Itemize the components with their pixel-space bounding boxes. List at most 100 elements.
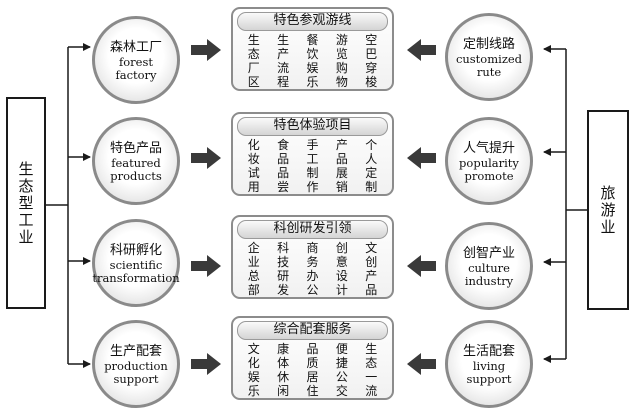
- panel-title: 特色参观游线: [237, 12, 388, 31]
- node-en: customized: [455, 51, 523, 66]
- panel-char: 产: [277, 47, 290, 61]
- panel-services: 综合配套服务 文康品便生化体质捷态娱休居公一乐闲住交流: [231, 316, 394, 400]
- panel-char: 定: [365, 166, 378, 180]
- panel-char: 公: [306, 283, 319, 297]
- panel-char: 乐: [306, 75, 319, 89]
- panel-char: 闲: [277, 384, 290, 398]
- panel-char: 厂: [247, 61, 260, 75]
- panel-char: 物: [335, 75, 348, 89]
- node-en: products: [110, 168, 162, 183]
- node-culture-industry: 创智产业 culture industry: [445, 222, 533, 310]
- panel-char: 区: [247, 75, 260, 89]
- panel-tour-route: 特色参观游线 生生餐游空态产饮览巴厂流娱购穿区程乐物梭: [231, 7, 394, 91]
- node-en: support: [466, 371, 512, 386]
- block-arrow-left-3: [407, 255, 436, 277]
- node-en: promote: [464, 168, 514, 183]
- panel-char: 乐: [247, 384, 260, 398]
- node-zh: 科研孵化: [109, 242, 162, 258]
- panel-char: 程: [277, 75, 290, 89]
- node-zh: 生活配套: [462, 343, 515, 359]
- tourism-box: 旅游业: [587, 110, 629, 310]
- panel-char: 生: [365, 342, 378, 356]
- panel-char: 创: [335, 241, 348, 255]
- panel-char: 业: [247, 255, 260, 269]
- panel-char: 妆: [247, 152, 260, 166]
- panel-char: 意: [335, 255, 348, 269]
- node-en: factory: [115, 67, 157, 82]
- node-en: transformation: [92, 270, 180, 285]
- node-en: support: [113, 371, 159, 386]
- node-scientific-transformation: 科研孵化 scientific transformation: [92, 219, 180, 307]
- panel-char: 企: [247, 241, 260, 255]
- node-en: industry: [464, 273, 514, 288]
- ecological-industry-label: 生态型工业: [16, 160, 35, 246]
- panel-char: 生: [277, 33, 290, 47]
- panel-char: 人: [365, 152, 378, 166]
- panel-experience: 特色体验项目 化食手产个妆品工品人试品制展定用尝作销制: [231, 112, 394, 196]
- block-arrow-left-2: [407, 147, 436, 169]
- node-en: production: [104, 358, 168, 373]
- node-zh: 特色产品: [109, 140, 162, 156]
- panel-char: 流: [277, 61, 290, 75]
- panel-grid: 企科商创文业技务意创总研办设产部发公计品: [239, 241, 386, 297]
- panel-char: 个: [365, 138, 378, 152]
- panel-char: 文: [365, 241, 378, 255]
- panel-char: 品: [277, 152, 290, 166]
- panel-char: 饮: [306, 47, 319, 61]
- panel-char: 娱: [247, 370, 260, 384]
- panel-grid: 化食手产个妆品工品人试品制展定用尝作销制: [239, 138, 386, 194]
- panel-char: 品: [365, 283, 378, 297]
- panel-char: 食: [277, 138, 290, 152]
- node-production-support: 生产配套 production support: [92, 320, 180, 408]
- panel-char: 商: [306, 241, 319, 255]
- panel-char: 计: [335, 283, 348, 297]
- block-arrow-left-1: [407, 39, 436, 61]
- panel-char: 览: [335, 47, 348, 61]
- tourism-label: 旅游业: [598, 184, 617, 236]
- panel-char: 销: [335, 180, 348, 194]
- panel-char: 便: [335, 342, 348, 356]
- panel-grid: 生生餐游空态产饮览巴厂流娱购穿区程乐物梭: [239, 33, 386, 89]
- panel-char: 制: [365, 180, 378, 194]
- panel-research: 科创研发引领 企科商创文业技务意创总研办设产部发公计品: [231, 215, 394, 299]
- panel-char: 公: [335, 370, 348, 384]
- node-en: popularity: [459, 155, 519, 170]
- node-popularity-promote: 人气提升 popularity promote: [445, 117, 533, 205]
- panel-char: 一: [365, 370, 378, 384]
- panel-char: 流: [365, 384, 378, 398]
- node-zh: 定制线路: [462, 36, 515, 52]
- node-zh: 森林工厂: [109, 39, 162, 55]
- panel-char: 休: [277, 370, 290, 384]
- node-en: scientific: [109, 257, 163, 272]
- block-arrow-left-4: [407, 353, 436, 375]
- node-en: rute: [476, 64, 502, 79]
- node-en: living: [472, 358, 506, 373]
- node-living-support: 生活配套 living support: [445, 320, 533, 408]
- panel-char: 文: [247, 342, 260, 356]
- panel-char: 化: [247, 138, 260, 152]
- panel-char: 产: [365, 269, 378, 283]
- node-zh: 生产配套: [109, 343, 162, 359]
- node-featured-products: 特色产品 featured products: [92, 117, 180, 205]
- panel-char: 制: [306, 166, 319, 180]
- panel-char: 发: [277, 283, 290, 297]
- panel-char: 体: [277, 356, 290, 370]
- panel-char: 研: [277, 269, 290, 283]
- panel-char: 务: [306, 255, 319, 269]
- panel-char: 品: [306, 342, 319, 356]
- panel-char: 作: [306, 180, 319, 194]
- panel-char: 试: [247, 166, 260, 180]
- panel-title: 综合配套服务: [237, 321, 388, 340]
- panel-char: 科: [277, 241, 290, 255]
- panel-char: 购: [335, 61, 348, 75]
- panel-char: 展: [335, 166, 348, 180]
- panel-char: 产: [335, 138, 348, 152]
- block-arrow-right-4: [191, 353, 221, 375]
- panel-char: 态: [247, 47, 260, 61]
- panel-char: 部: [247, 283, 260, 297]
- panel-title: 科创研发引领: [237, 220, 388, 239]
- panel-char: 品: [335, 152, 348, 166]
- panel-char: 巴: [365, 47, 378, 61]
- node-en: forest: [118, 54, 153, 69]
